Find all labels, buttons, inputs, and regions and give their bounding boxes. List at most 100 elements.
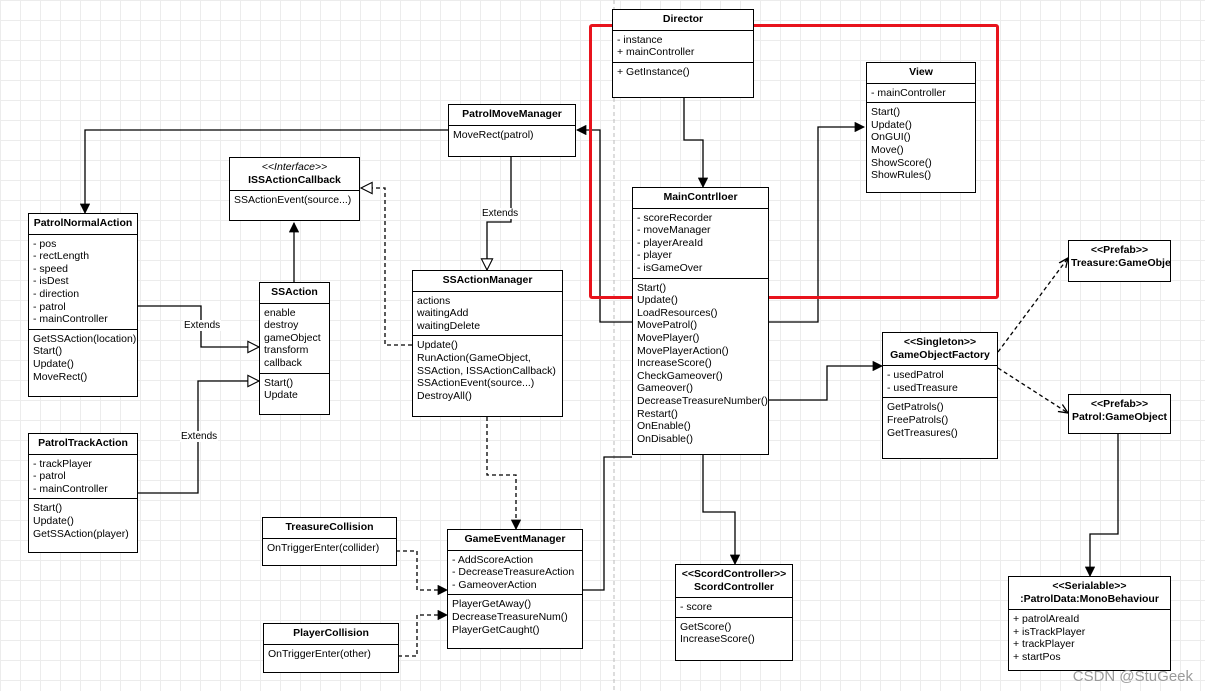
class-treasure-collision[interactable]: TreasureCollision OnTriggerEnter(collide… — [262, 517, 397, 566]
method: PlayerGetCaught() — [452, 623, 540, 636]
method: RunAction(GameObject, — [417, 351, 531, 364]
attribute: actions — [417, 294, 451, 307]
class-director[interactable]: Director - instance + mainController + G… — [612, 9, 754, 98]
stereotype: <<Prefab>> — [1090, 244, 1149, 256]
attribute: callback — [264, 356, 302, 369]
class-name: TreasureCollision — [285, 521, 374, 533]
attribute: - mainController — [871, 86, 946, 99]
class-patrol-track-action[interactable]: PatrolTrackAction - trackPlayer - patrol… — [28, 433, 138, 553]
stereotype: <<Serialable>> — [1052, 580, 1127, 592]
method: MovePatrol() — [637, 319, 698, 332]
method: GetTreasures() — [887, 426, 958, 439]
edge-realizes-issactioncallback — [361, 188, 412, 346]
class-game-object-factory[interactable]: <<Singleton>> GameObjectFactory - usedPa… — [882, 332, 998, 459]
method: DecreaseTreasureNum() — [452, 610, 568, 623]
edge-aggregation-maincontroller — [583, 456, 632, 590]
method: Start() — [637, 281, 667, 294]
class-scord-controller[interactable]: <<ScordController>> ScordController - sc… — [675, 564, 793, 661]
method: Start() — [33, 345, 63, 358]
edge-treasurecollision-gameeventmanager — [396, 550, 449, 596]
class-name: :PatrolData:MonoBehaviour — [1020, 592, 1159, 605]
class-name: View — [909, 66, 933, 78]
method: GetPatrols() — [887, 401, 944, 414]
method: GetScore() — [680, 620, 732, 633]
attribute: - GameoverAction — [452, 578, 537, 591]
method: GetSSAction(location) — [33, 332, 137, 345]
method: MoveRect() — [33, 370, 88, 383]
method: MoveRect(patrol) — [453, 128, 534, 141]
method: ShowScore() — [871, 156, 932, 169]
edge-label-extends: Extends — [183, 320, 222, 331]
attribute: - mainController — [33, 482, 108, 495]
class-name: SSActionManager — [442, 274, 533, 286]
stereotype: <<ScordController>> — [681, 568, 787, 580]
edge-label-extends: Extends — [180, 431, 219, 442]
method: Update() — [33, 514, 74, 527]
method: PlayerGetAway() — [452, 598, 532, 611]
method: MovePlayer() — [637, 331, 700, 344]
method: OnTriggerEnter(collider) — [267, 541, 380, 554]
method: MovePlayerAction() — [637, 344, 729, 357]
class-patrol-data[interactable]: <<Serialable>> :PatrolData:MonoBehaviour… — [1008, 576, 1171, 671]
edge-factory-patrol — [997, 367, 1068, 413]
class-player-collision[interactable]: PlayerCollision OnTriggerEnter(other) — [263, 623, 399, 673]
class-view[interactable]: View - mainController Start() Update() O… — [866, 62, 976, 193]
attribute: - usedPatrol — [887, 369, 944, 382]
method: DecreaseTreasureNumber() — [637, 394, 768, 407]
stereotype: <<Singleton>> — [903, 336, 977, 348]
method: Update() — [33, 357, 74, 370]
method: + GetInstance() — [617, 65, 690, 78]
attribute: - patrol — [33, 300, 66, 313]
attribute: + patrolAreaId — [1013, 613, 1080, 626]
method: Restart() — [637, 407, 678, 420]
attribute: transform — [264, 344, 309, 357]
attribute: - score — [680, 601, 713, 614]
method: Start() — [33, 502, 63, 515]
class-ss-action[interactable]: SSAction enable destroy gameObject trans… — [259, 282, 330, 415]
method: Gameover() — [637, 382, 694, 395]
class-patrol-normal-action[interactable]: PatrolNormalAction - pos - rectLength - … — [28, 213, 138, 397]
highlight-frame — [589, 24, 999, 299]
stereotype: <<Prefab>> — [1090, 398, 1149, 410]
edge-label-extends: Extends — [481, 208, 520, 219]
attribute: waitingAdd — [417, 307, 469, 320]
attribute: waitingDelete — [417, 319, 481, 332]
watermark: CSDN @StuGeek — [1072, 668, 1193, 685]
method: Update() — [871, 118, 912, 131]
stereotype: <<Interface>> — [261, 161, 328, 173]
edge-patrol-patroldata — [1084, 433, 1119, 578]
method: GetSSAction(player) — [33, 527, 129, 540]
method: Start() — [871, 106, 901, 119]
attribute: - mainController — [33, 313, 108, 326]
attribute: - usedTreasure — [887, 381, 958, 394]
attribute: + mainController — [617, 46, 695, 59]
class-patrol-prefab[interactable]: <<Prefab>> Patrol:GameObject — [1068, 394, 1171, 434]
method: OnTriggerEnter(other) — [268, 647, 371, 660]
class-ss-action-manager[interactable]: SSActionManager actions waitingAdd waiti… — [412, 270, 563, 417]
class-name: GameEventManager — [464, 533, 566, 545]
edge-ssactionmanager-gameeventmanager — [486, 417, 522, 531]
class-name: Director — [662, 13, 704, 25]
class-name: PatrolMoveManager — [462, 108, 562, 120]
attribute: + trackPlayer — [1013, 638, 1075, 651]
attribute: + isTrackPlayer — [1013, 625, 1086, 638]
method: IncreaseScore() — [680, 633, 755, 646]
method: SSActionEvent(source...) — [234, 194, 352, 207]
method: DestroyAll() — [417, 389, 472, 402]
class-iss-action-callback[interactable]: <<Interface>> ISSActionCallback SSAction… — [229, 157, 360, 221]
attribute: - speed — [33, 262, 69, 275]
class-patrol-move-manager[interactable]: PatrolMoveManager MoveRect(patrol) — [448, 104, 576, 157]
method: ShowRules() — [871, 169, 932, 182]
attribute: - moveManager — [637, 224, 711, 237]
class-name: ScordController — [694, 580, 774, 593]
attribute: - player — [637, 249, 673, 262]
attribute: - trackPlayer — [33, 457, 92, 470]
class-name: Treasure:GameObject — [1071, 256, 1171, 269]
class-main-controller[interactable]: MainContrlloer - scoreRecorder - moveMan… — [632, 187, 769, 455]
class-game-event-manager[interactable]: GameEventManager - AddScoreAction - Decr… — [447, 529, 583, 649]
method: Start() — [264, 376, 294, 389]
class-name: PlayerCollision — [293, 627, 369, 639]
class-name: Patrol:GameObject — [1071, 410, 1168, 423]
class-treasure-prefab[interactable]: <<Prefab>> Treasure:GameObject — [1068, 240, 1171, 282]
edge-playercollision-gameeventmanager — [398, 609, 449, 657]
